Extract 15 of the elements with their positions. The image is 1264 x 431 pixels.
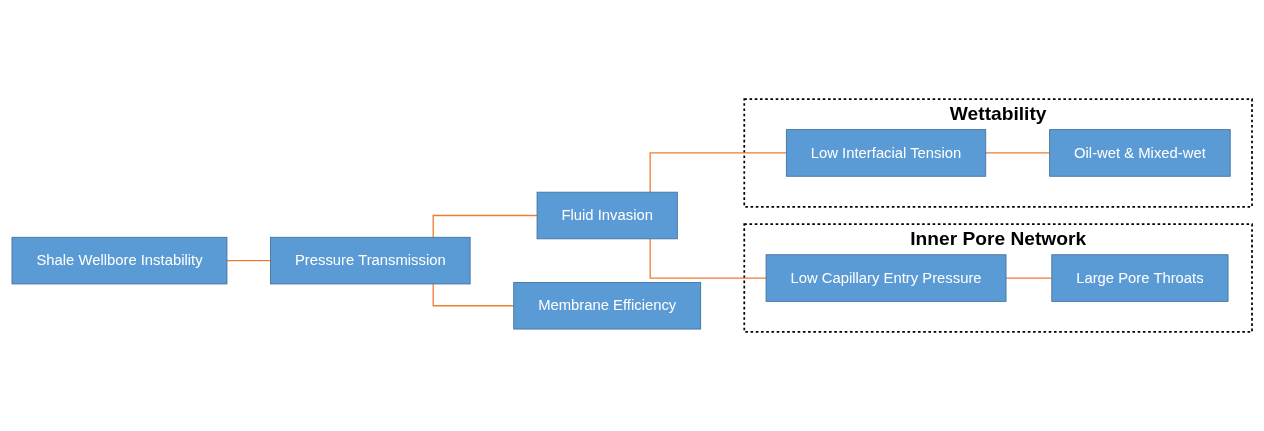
connector <box>226 259 272 262</box>
node-box: Fluid Invasion <box>536 191 678 240</box>
connector <box>985 152 1051 154</box>
connector <box>432 214 538 238</box>
node-box: Low Interfacial Tension <box>785 129 987 177</box>
connector <box>432 283 515 307</box>
connector <box>1005 277 1053 279</box>
node-box: Oil-wet & Mixed-wet <box>1049 129 1231 177</box>
node-box: Pressure Transmission <box>270 236 471 285</box>
connector <box>649 238 767 279</box>
node-box: Membrane Efficiency <box>513 282 702 330</box>
connector <box>649 152 788 193</box>
node-box: Low Capillary Entry Pressure <box>765 254 1007 302</box>
node-box: Large Pore Throats <box>1051 254 1229 302</box>
node-box: Shale Wellbore Instability <box>11 236 228 285</box>
